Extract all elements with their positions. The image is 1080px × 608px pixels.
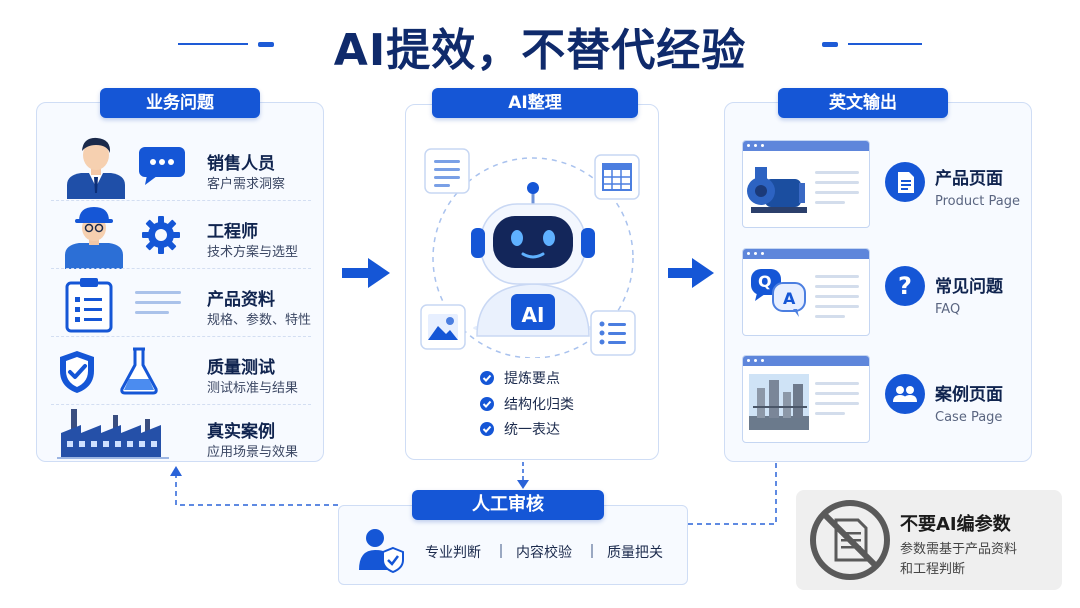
factory-icon xyxy=(57,409,169,459)
check-icon xyxy=(480,397,494,411)
faq-q-letter: Q xyxy=(758,272,772,291)
ai-check-item: 提炼要点 xyxy=(480,368,560,388)
product-page-doc-icon xyxy=(885,162,925,202)
engineer-icon xyxy=(65,207,123,269)
product-page-label: 产品页面 Product Page xyxy=(935,164,1020,209)
table-icon xyxy=(594,154,640,200)
salesperson-icon xyxy=(67,137,125,199)
business-item-title: 工程师 xyxy=(207,222,258,242)
no-document-icon xyxy=(810,500,890,580)
business-item-cases: 真实案例 应用场景与效果 xyxy=(37,401,325,469)
faq-card: Q A xyxy=(742,248,870,336)
robot-ai-badge: AI xyxy=(521,303,545,327)
output-item-title: 产品页面 xyxy=(935,169,1003,189)
text-lines-icon xyxy=(135,291,181,314)
note-line: 和工程判断 xyxy=(900,562,966,577)
list-icon xyxy=(590,310,636,356)
business-item-desc: 测试标准与结果 xyxy=(207,381,299,396)
warning-note: 不要AI编参数 参数需基于产品资料 和工程判断 xyxy=(796,490,1062,590)
business-item-engineer: 工程师 技术方案与选型 xyxy=(37,201,325,269)
business-item-desc: 应用场景与效果 xyxy=(207,445,299,460)
ai-panel-header: AI整理 xyxy=(432,88,638,118)
qa-bubbles-icon xyxy=(751,269,859,318)
question-mark-icon: ? xyxy=(885,266,925,306)
case-page-label: 案例页面 Case Page xyxy=(935,380,1003,425)
business-item-quality-test: 质量测试 测试标准与结果 xyxy=(37,337,325,405)
business-item-title: 真实案例 xyxy=(207,422,275,442)
human-review-header: 人工审核 xyxy=(412,490,604,520)
business-item-sales: 销售人员 客户需求洞察 xyxy=(37,133,325,201)
title-decoration-left xyxy=(178,42,278,47)
arrow-right-icon xyxy=(668,258,714,288)
business-panel: 销售人员 客户需求洞察 工程师 技术方案与选型 xyxy=(36,102,324,462)
title-row: AI提效，不替代经验 xyxy=(0,14,1080,76)
business-item-desc: 客户需求洞察 xyxy=(207,177,286,192)
output-item-title: 常见问题 xyxy=(935,277,1003,297)
review-item: 专业判断 xyxy=(425,545,481,561)
output-item-desc: FAQ xyxy=(935,302,961,317)
output-item-title: 案例页面 xyxy=(935,385,1003,405)
business-item-desc: 规格、参数、特性 xyxy=(207,313,312,328)
image-icon xyxy=(420,304,466,350)
arrow-right-icon xyxy=(342,258,390,288)
gear-icon xyxy=(142,216,180,254)
page-title: AI提效，不替代经验 xyxy=(333,25,747,76)
ai-check-item: 统一表达 xyxy=(480,419,560,439)
faq-a-letter: A xyxy=(783,289,796,308)
title-decoration-right xyxy=(822,42,922,47)
business-item-desc: 技术方案与选型 xyxy=(207,245,299,260)
product-page-card xyxy=(742,140,870,228)
output-item-desc: Product Page xyxy=(935,194,1020,209)
ai-robot-illustration xyxy=(432,157,634,358)
business-item-title: 质量测试 xyxy=(207,358,275,378)
shield-check-icon xyxy=(60,351,94,393)
faq-label: 常见问题 FAQ xyxy=(935,272,1003,317)
business-item-title: 产品资料 xyxy=(207,290,275,310)
output-item-desc: Case Page xyxy=(935,410,1003,425)
note-line: 参数需基于产品资料 xyxy=(900,542,1018,557)
document-icon xyxy=(424,148,470,194)
check-icon xyxy=(480,371,494,385)
business-panel-header: 业务问题 xyxy=(100,88,260,118)
plant-image xyxy=(749,374,859,430)
divider xyxy=(591,544,593,558)
ai-check-item: 结构化归类 xyxy=(480,394,574,414)
clipboard-icon xyxy=(65,278,113,333)
user-shield-icon xyxy=(359,529,404,574)
case-page-card xyxy=(742,355,870,443)
business-item-title: 销售人员 xyxy=(207,154,275,174)
people-group-icon xyxy=(885,374,925,414)
review-item: 内容校验 xyxy=(516,545,572,561)
flask-icon xyxy=(120,347,158,395)
divider xyxy=(500,544,502,558)
check-icon xyxy=(480,422,494,436)
business-item-product-docs: 产品资料 规格、参数、特性 xyxy=(37,269,325,337)
note-title: 不要AI编参数 xyxy=(900,514,1011,535)
review-item: 质量把关 xyxy=(607,545,663,561)
output-panel-header: 英文输出 xyxy=(778,88,948,118)
chat-bubble-icon xyxy=(139,147,185,185)
pump-image xyxy=(747,167,859,213)
